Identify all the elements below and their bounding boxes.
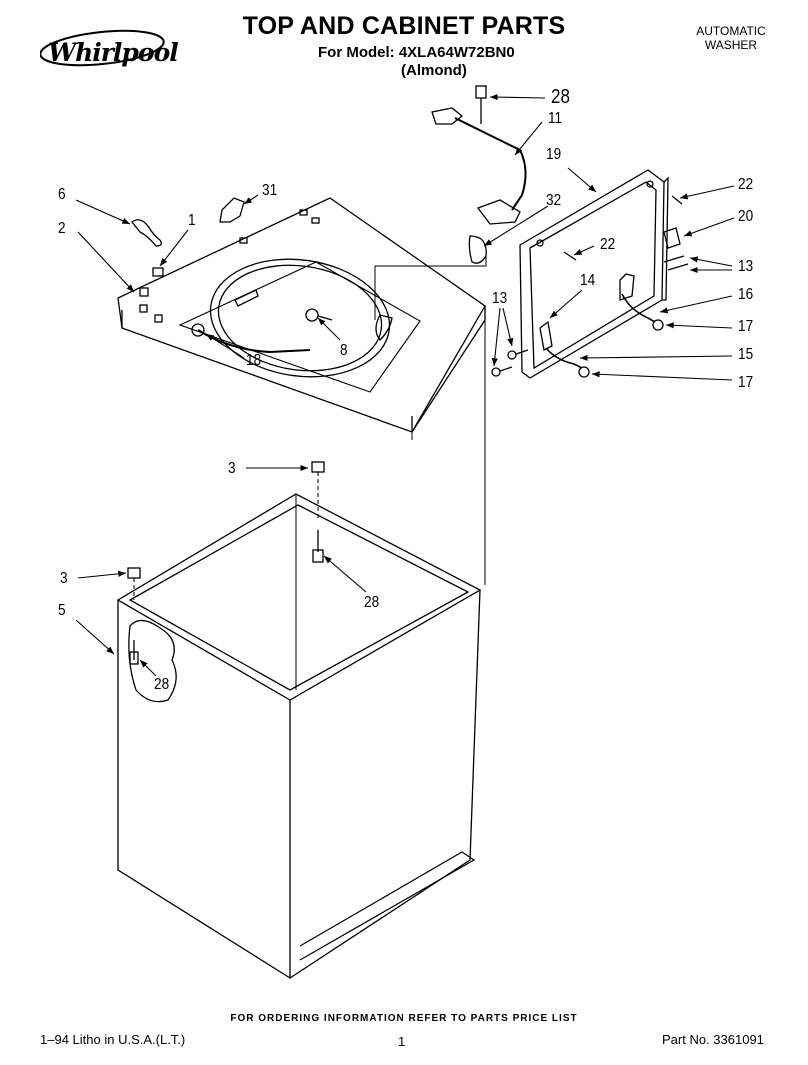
callout-28-mid: 28 [364,594,380,611]
callout-22-a: 22 [738,176,754,193]
callout-28-low: 28 [154,676,170,693]
grommet-17b [578,366,590,378]
callout-17-b: 17 [738,374,754,391]
callout-13-left: 13 [492,290,508,307]
callout-3-b: 3 [60,570,68,587]
leader-lines [75,94,735,677]
part-number: Part No. 3361091 [662,1032,764,1047]
clamp-3b [127,567,141,579]
callout-17-a: 17 [738,318,754,335]
clip-6 [131,219,162,247]
callout-2: 2 [58,220,66,237]
whirlpool-logo [40,29,165,67]
pad-1 [152,267,164,277]
litho-info: 1–94 Litho in U.S.A.(L.T.) [40,1032,186,1047]
product-type: AUTOMATIC WASHER [676,24,786,52]
model-color: (Almond) [401,62,467,79]
hinge-20 [663,227,681,249]
screw-28-mid [312,530,324,563]
callout-6: 6 [58,186,66,203]
callout-5: 5 [58,602,66,619]
bumper-22a [671,195,683,205]
brand-logo-text: Whirlpool [48,38,179,67]
callout-18: 18 [246,352,262,369]
callout-31: 31 [262,182,278,199]
screws-13 [491,255,689,377]
lid-strike-32 [468,235,487,264]
clamp-3a [311,461,325,473]
callout-1: 1 [188,212,196,229]
lid-switch-harness [431,107,527,225]
callout-28-top: 28 [551,86,570,108]
cabinet-inset [128,619,177,703]
top-panel [117,197,486,433]
callout-3-a: 3 [228,460,236,477]
callout-32: 32 [546,192,562,209]
callout-14: 14 [580,272,596,289]
callout-16: 16 [738,286,754,303]
product-type-line1: AUTOMATIC [696,24,766,38]
callout-13-right: 13 [738,258,754,275]
callout-11: 11 [548,110,563,127]
callout-8: 8 [340,342,348,359]
fill-hose [197,329,311,354]
cabinet-5 [116,493,482,980]
callout-20: 20 [738,208,754,225]
page-number: 1 [398,1034,406,1049]
model-number: For Model: 4XLA64W72BN0 [318,44,515,61]
clip-31 [219,197,245,223]
ordering-note: FOR ORDERING INFORMATION REFER TO PARTS … [230,1013,578,1024]
page-title: TOP AND CABINET PARTS [242,12,566,40]
callout-19: 19 [546,146,562,163]
callout-15: 15 [738,346,754,363]
product-type-line2: WASHER [704,38,758,52]
callout-22-b: 22 [600,236,616,253]
lid-19 [519,169,669,379]
grommet-17a [652,319,664,331]
hinge-15 [545,347,583,369]
hinge-16 [621,293,656,323]
screw-28-top [475,85,487,124]
bumper-22b [563,251,577,261]
